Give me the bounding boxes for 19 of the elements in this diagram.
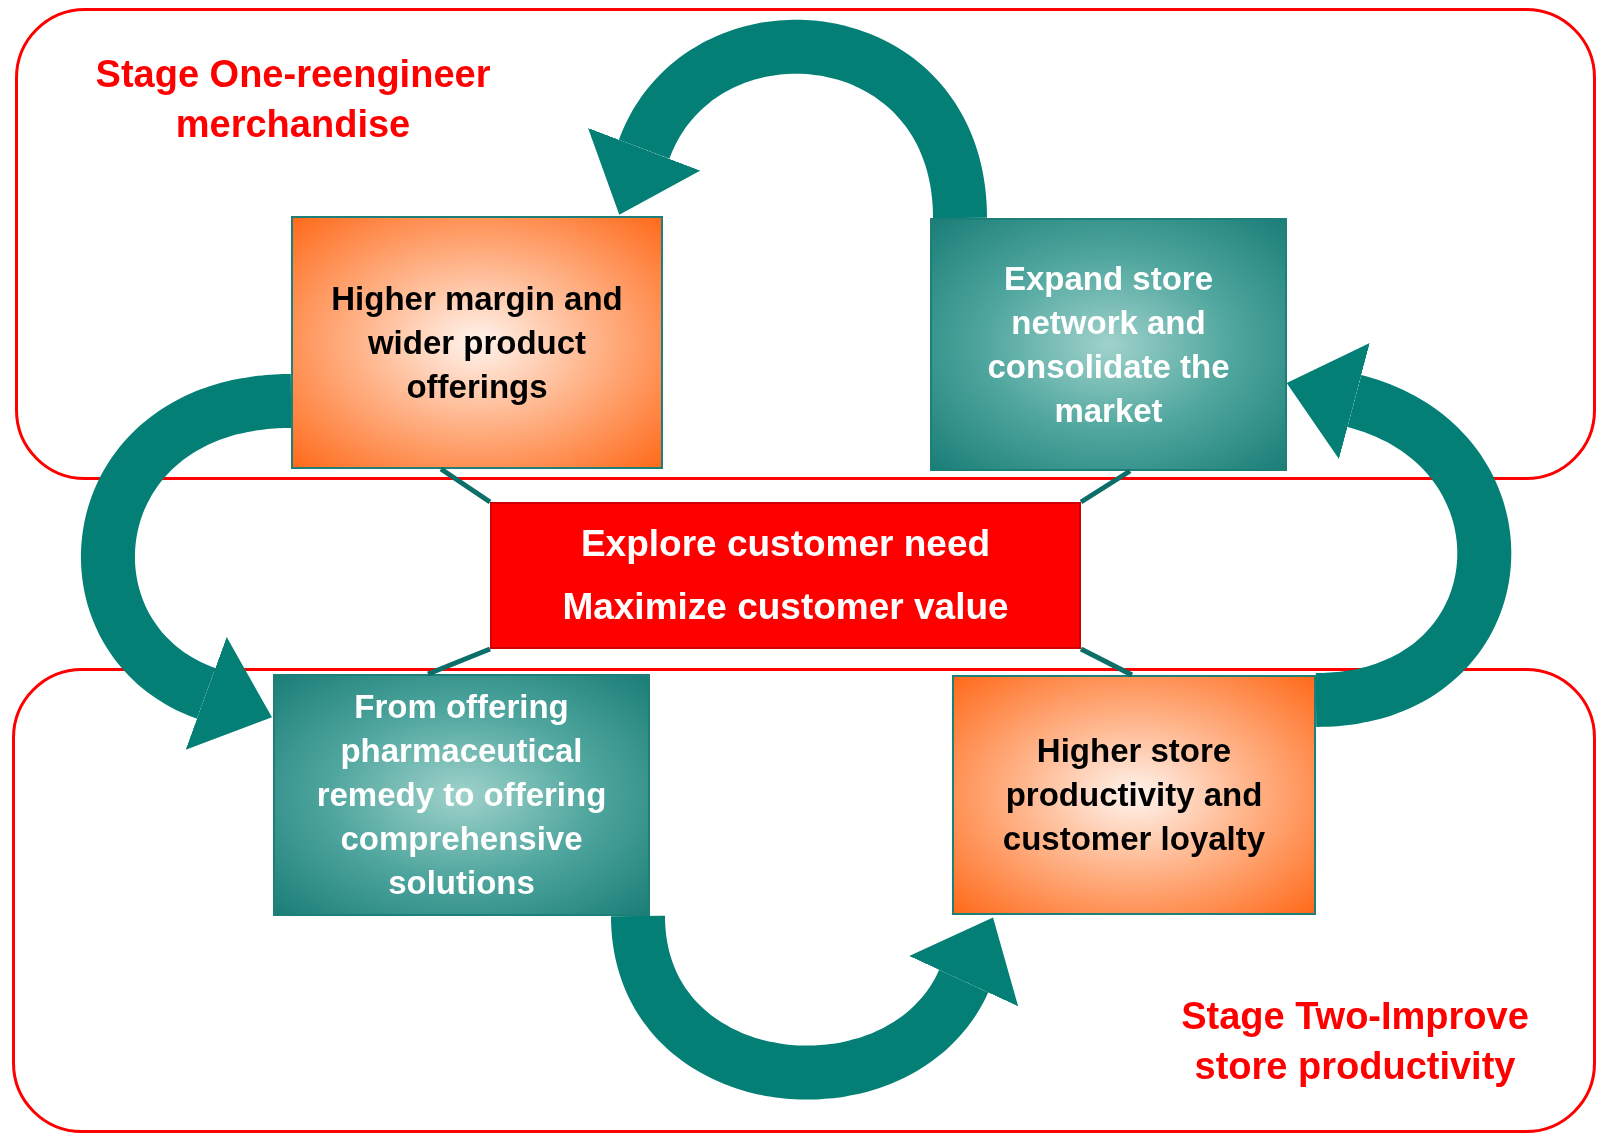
- core-text: Maximize customer value: [562, 585, 1009, 630]
- box-text: Expand store network and consolidate the market: [986, 258, 1231, 431]
- stage-band: [12, 668, 1596, 1133]
- box-text: Higher margin and wider product offerings: [330, 278, 624, 407]
- stage-title: Stage Two-Improve store productivity: [1180, 994, 1530, 1089]
- connector-line: [427, 646, 491, 677]
- box-text: Higher store productivity and customer loyalty: [1001, 731, 1267, 859]
- process-box: [291, 216, 663, 469]
- process-box: [930, 218, 1287, 471]
- connector-line: [1079, 646, 1134, 678]
- core-box: [490, 502, 1081, 649]
- connector-line: [439, 466, 492, 505]
- process-box: [273, 674, 650, 916]
- core-text: Explore customer need: [580, 521, 991, 566]
- connector-line: [1079, 468, 1132, 505]
- box-text: From offering pharmaceutical remedy to offering comprehensive solutions: [315, 687, 608, 903]
- stage-title: Stage One-reengineer merchandise: [94, 52, 492, 147]
- process-box: [952, 675, 1316, 915]
- stage-band: [15, 8, 1596, 480]
